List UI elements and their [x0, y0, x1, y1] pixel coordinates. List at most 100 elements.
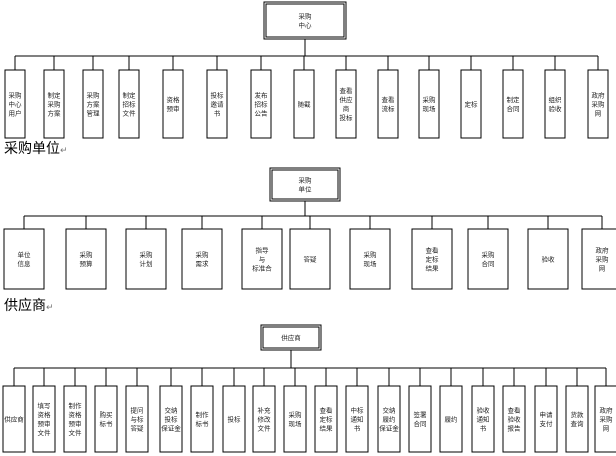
- node-0-14-label: 政府: [592, 90, 606, 99]
- node-0-4-label: 预审: [167, 104, 180, 113]
- node-2-1-label: 预审: [38, 419, 51, 428]
- node-1-0-label: 单位: [18, 250, 32, 259]
- node-1-6-label: 采购: [364, 250, 378, 259]
- node-1-2-box: [125, 228, 167, 290]
- node-0-8-label: 商: [343, 104, 350, 113]
- node-0-1-label: 方案: [48, 108, 62, 117]
- node-0-13-label: 验收: [549, 104, 563, 113]
- node-2-6-box: [190, 385, 214, 453]
- node-2-12-box: [377, 385, 401, 453]
- node-0-14-label: 网: [595, 109, 602, 117]
- node-0-7-box: [293, 69, 315, 139]
- node-1-4-label: 标准合: [252, 263, 272, 272]
- node-2-11-label: 书: [354, 423, 361, 432]
- node-0-8-label: 供应: [340, 95, 354, 104]
- node-0-14-label: 采购: [592, 99, 606, 108]
- node-1-0-label: 信息: [18, 259, 32, 268]
- node-0-0-label: 中心: [9, 99, 23, 108]
- node-2-13-label: 签署: [414, 410, 428, 419]
- node-2-15-label: 书: [480, 423, 487, 432]
- node-0-6-label: 发布: [255, 90, 269, 99]
- node-1-2-label: 采购: [140, 250, 154, 259]
- node-0-5-label: 投标: [211, 90, 225, 99]
- node-2-7-box: [222, 385, 246, 453]
- node-1-4-label: 指导: [256, 245, 270, 254]
- node-2-12-label: 交纳: [383, 405, 396, 414]
- node-0-8-label: 查看: [340, 86, 354, 95]
- node-2-5-label: 交纳: [165, 405, 178, 414]
- root-node-2-label: 供应商: [281, 333, 301, 342]
- node-2-15-label: 验收: [477, 405, 491, 414]
- node-1-1-label: 采购: [80, 250, 94, 259]
- node-0-6-label: 公告: [255, 108, 269, 117]
- node-1-7-label: 查看: [426, 245, 440, 254]
- node-2-14-label: 履约: [445, 414, 458, 423]
- node-2-13-label: 合同: [414, 419, 427, 428]
- node-0-2-label: 方案: [87, 99, 101, 108]
- node-2-3-label: 标书: [100, 419, 114, 428]
- node-0-4-box: [162, 69, 184, 139]
- node-2-1-box: [32, 385, 56, 453]
- node-0-9-label: 查看: [382, 95, 396, 104]
- node-1-9-box: [527, 228, 569, 290]
- node-0-0-box: [4, 69, 26, 139]
- node-2-4-box: [125, 385, 149, 453]
- node-2-9-box: [283, 385, 307, 453]
- node-2-18-label: 查询: [571, 419, 585, 428]
- node-0-1-box: [43, 69, 65, 139]
- node-2-1-label: 资格: [38, 410, 52, 419]
- node-2-19-label: 政府: [600, 405, 614, 414]
- node-2-2-label: 预审: [69, 419, 82, 428]
- root-node-1-label: 单位: [299, 184, 313, 193]
- node-2-11-box: [345, 385, 369, 453]
- node-1-3-box: [181, 228, 223, 290]
- node-0-2-label: 采购: [87, 90, 101, 99]
- node-0-6-box: [250, 69, 272, 139]
- node-0-8-label: 投标: [340, 113, 354, 122]
- node-0-2-box: [82, 69, 104, 139]
- node-1-8-box: [467, 228, 509, 290]
- node-0-7-label: 随截: [298, 99, 312, 108]
- node-2-15-label: 通知: [477, 414, 490, 423]
- node-2-12-label: 保证金: [379, 423, 399, 432]
- node-2-3-box: [94, 385, 118, 453]
- node-1-7-label: 结果: [426, 263, 440, 272]
- node-2-19-box: [594, 385, 616, 453]
- node-2-16-label: 验收: [508, 414, 522, 423]
- node-2-19-label: 网: [603, 424, 610, 432]
- node-2-19-label: 采购: [600, 414, 614, 423]
- node-0-12-label: 制定: [507, 95, 521, 104]
- node-2-8-box: [252, 385, 276, 453]
- node-1-1-label: 预算: [80, 259, 94, 268]
- node-1-3-label: 采购: [196, 250, 210, 259]
- node-1-6-label: 现场: [364, 259, 378, 268]
- node-0-3-box: [118, 69, 140, 139]
- node-0-3-label: 制定: [123, 90, 137, 99]
- node-0-0-label: 用户: [9, 108, 22, 117]
- node-2-10-box: [314, 385, 338, 453]
- node-2-11-label: 中标: [351, 405, 365, 414]
- node-2-12-label: 履约: [383, 414, 396, 423]
- node-1-4-label: 与: [259, 255, 266, 263]
- node-2-0-label: 供应商: [4, 414, 24, 423]
- node-1-3-label: 需求: [196, 259, 210, 268]
- node-2-16-label: 报告: [508, 423, 522, 432]
- node-2-5-box: [159, 385, 183, 453]
- node-2-4-label: 答疑: [131, 423, 145, 432]
- node-2-5-label: 保证金: [161, 423, 181, 432]
- node-0-5-label: 邀请: [211, 99, 225, 108]
- node-0-12-box: [502, 69, 524, 139]
- node-2-6-label: 标书: [196, 419, 210, 428]
- node-0-8-box: [335, 69, 357, 139]
- node-1-5-box: [289, 228, 331, 290]
- root-node-2-box: [262, 326, 320, 349]
- node-2-8-label: 补充: [258, 405, 272, 414]
- node-1-0-box: [3, 228, 45, 290]
- node-0-11-label: 定标: [465, 99, 479, 108]
- node-1-7-label: 定标: [426, 254, 440, 263]
- node-2-6-label: 制作: [196, 410, 210, 419]
- node-2-16-label: 查看: [508, 405, 522, 414]
- root-node-0-label: 采购: [299, 11, 313, 20]
- node-2-0-box: [2, 385, 26, 453]
